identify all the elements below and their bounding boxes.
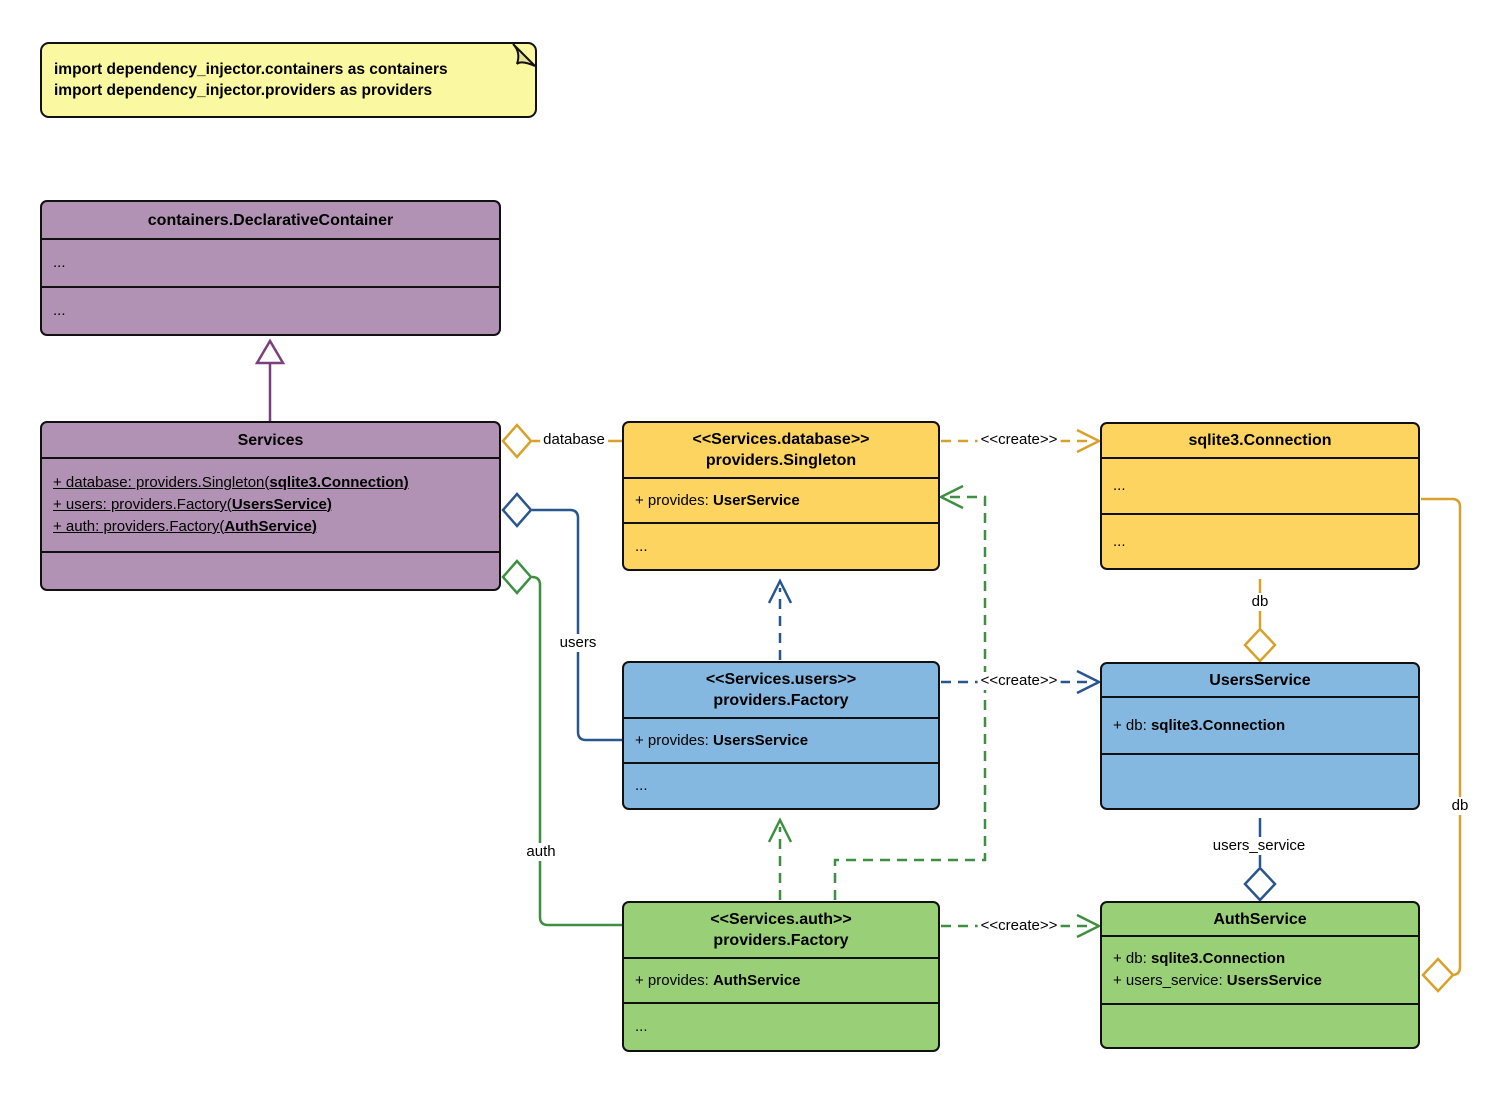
edge-label-users-service: users_service: [1209, 837, 1309, 855]
class-title: providers.Factory: [713, 692, 849, 709]
edge-label-database: database: [540, 431, 608, 449]
edge-label-create-authservice: <<create>>: [977, 917, 1061, 935]
class-services: Services + database: providers.Singleton…: [40, 421, 501, 591]
class-stereotype: <<Services.auth>>: [710, 911, 852, 928]
db-aggregation-edge-right: [1421, 497, 1462, 993]
class-section-ellipsis: ...: [1113, 532, 1126, 550]
edge-label-users: users: [556, 634, 600, 652]
dependency-edge-authfactory-singleton: [833, 484, 987, 900]
edge-label-create-singleton: <<create>>: [977, 431, 1061, 449]
class-attribute: + database: providers.Singleton(sqlite3.…: [53, 474, 409, 491]
class-attribute: + provides: UsersService: [635, 731, 809, 749]
class-empty-section: [1102, 1003, 1418, 1047]
note-line: import dependency_injector.providers as …: [54, 82, 433, 99]
class-attribute: + provides: UserService: [635, 491, 800, 509]
users-aggregation-edge: [501, 492, 622, 742]
edge-label-auth: auth: [523, 843, 559, 861]
imports-note: import dependency_injector.containers as…: [40, 42, 537, 118]
class-section-ellipsis: ...: [53, 302, 66, 319]
generalization-edge: [254, 338, 286, 421]
class-providers-factory-auth: <<Services.auth>> providers.Factory + pr…: [622, 901, 940, 1052]
dependency-edge-authfactory-usersfactory: [767, 817, 793, 900]
class-empty-section: [42, 551, 499, 589]
users-service-aggregation-edge: [1243, 818, 1277, 902]
class-empty-section: [1102, 753, 1418, 808]
class-section-ellipsis: ...: [1113, 477, 1126, 494]
edge-label-db-right: db: [1448, 797, 1472, 815]
class-title: sqlite3.Connection: [1188, 432, 1332, 449]
class-section-ellipsis: ...: [635, 777, 648, 794]
class-sqlite3-connection: sqlite3.Connection ... ...: [1100, 422, 1420, 570]
auth-aggregation-edge: [501, 559, 622, 927]
class-auth-service: AuthService + db: sqlite3.Connection + u…: [1100, 901, 1420, 1049]
note-fold-icon: [512, 43, 536, 67]
class-title: AuthService: [1213, 910, 1307, 928]
class-providers-singleton: <<Services.database>> providers.Singleto…: [622, 421, 940, 571]
edge-label-db-top: db: [1248, 593, 1272, 611]
class-attribute: + auth: providers.Factory(AuthService): [53, 518, 317, 535]
class-providers-factory-users: <<Services.users>> providers.Factory + p…: [622, 661, 940, 810]
class-section-ellipsis: ...: [635, 537, 648, 555]
class-attribute: + provides: AuthService: [635, 971, 801, 989]
class-section-ellipsis: ...: [53, 254, 66, 271]
class-title: UsersService: [1209, 671, 1311, 689]
class-title: providers.Singleton: [705, 452, 857, 469]
class-declarative-container: containers.DeclarativeContainer ... ...: [40, 200, 501, 336]
class-section-ellipsis: ...: [635, 1018, 648, 1035]
note-line: import dependency_injector.containers as…: [54, 61, 448, 78]
class-users-service: UsersService + db: sqlite3.Connection: [1100, 662, 1420, 810]
edge-label-create-usersservice: <<create>>: [977, 672, 1061, 690]
class-attribute: + db: sqlite3.Connection: [1113, 716, 1286, 734]
dependency-edge-usersfactory-singleton: [767, 578, 793, 660]
class-title: providers.Factory: [713, 932, 849, 949]
class-attribute: + users: providers.Factory(UsersService): [53, 496, 332, 513]
class-attribute: + users_service: UsersService: [1113, 972, 1322, 989]
class-stereotype: <<Services.database>>: [692, 431, 870, 448]
class-title: Services: [237, 431, 304, 449]
db-aggregation-edge-top: [1243, 579, 1277, 663]
class-attribute: + db: sqlite3.Connection: [1113, 950, 1286, 967]
class-stereotype: <<Services.users>>: [705, 671, 857, 688]
class-title: containers.DeclarativeContainer: [147, 211, 394, 229]
